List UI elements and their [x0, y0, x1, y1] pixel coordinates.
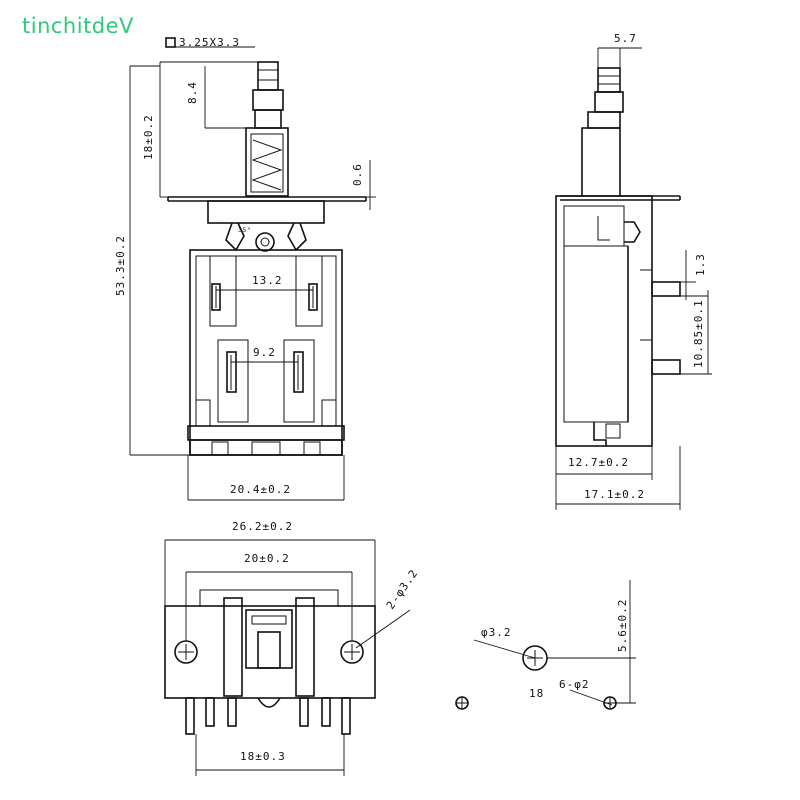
dim-12-7: 12.7±0.2	[568, 456, 629, 469]
dim-small-label: 35°	[238, 227, 252, 234]
bottom-view-dimensions	[164, 539, 411, 776]
hole-pattern-dimensions	[473, 580, 636, 706]
dim-0-6: 0.6	[351, 163, 364, 186]
dim-5-6: 5.6±0.2	[616, 599, 629, 652]
dim-20: 20±0.2	[244, 552, 290, 565]
dim-square-label: 3.25X3.3	[179, 36, 240, 49]
dim-13-2: 13.2	[252, 274, 283, 287]
watermark: tinchitdeV	[22, 14, 134, 38]
dim-20-4: 20.4±0.2	[230, 483, 291, 496]
square-symbol	[165, 37, 176, 48]
dim-18-plain: 18	[529, 687, 544, 700]
dim-6-phi-2: 6-φ2	[559, 678, 590, 691]
side-view	[555, 67, 681, 447]
dim-17-1: 17.1±0.2	[584, 488, 645, 501]
dim-53-3: 53.3±0.2	[114, 235, 127, 296]
dim-26-2: 26.2±0.2	[232, 520, 293, 533]
bottom-view	[164, 589, 376, 735]
front-view-dimensions	[129, 37, 376, 501]
dim-5-7: 5.7	[614, 32, 637, 45]
side-view-dimensions	[555, 47, 712, 510]
dim-18: 18±0.2	[142, 114, 155, 160]
dim-phi-3-2: φ3.2	[481, 626, 512, 639]
dim-18-03: 18±0.3	[240, 750, 286, 763]
front-view	[167, 61, 367, 456]
dim-9-2: 9.2	[253, 346, 276, 359]
dim-2-phi-3-2: 2-φ3.2	[384, 567, 421, 612]
dim-10-85: 10.85±0.1	[692, 299, 705, 368]
dim-8-4: 8.4	[186, 81, 199, 104]
dim-1-3: 1.3	[694, 253, 707, 276]
